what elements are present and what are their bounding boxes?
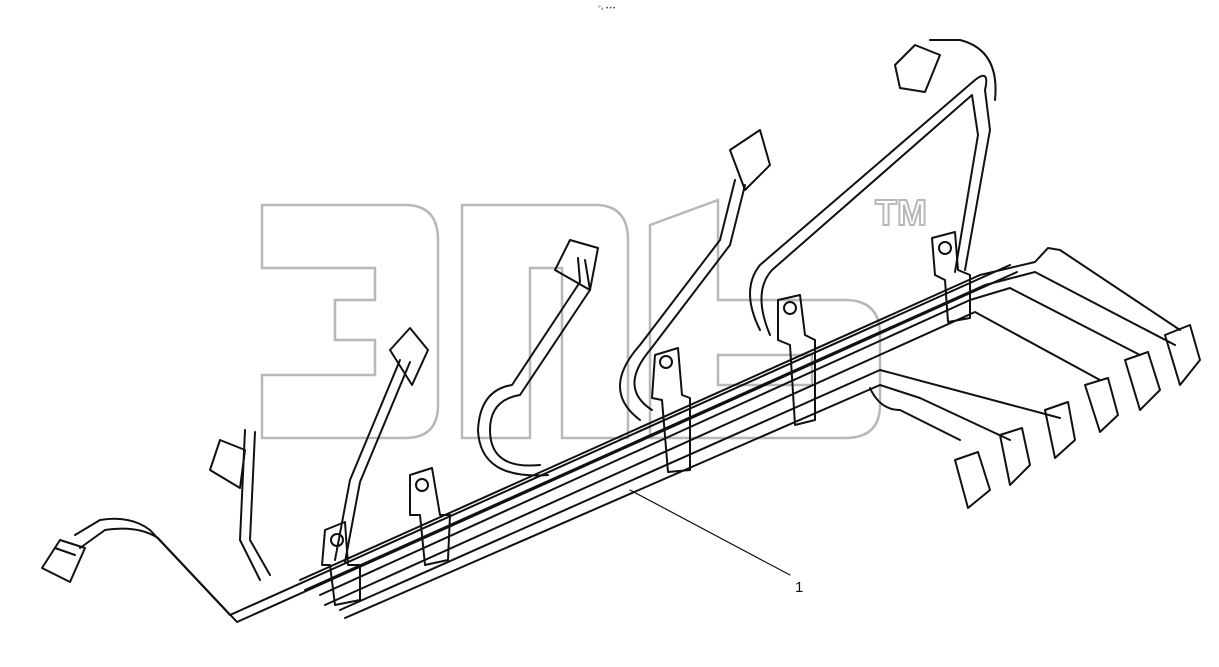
nut-left-2 xyxy=(209,439,246,489)
nut-mid-2 xyxy=(729,129,771,191)
nut-left-3 xyxy=(389,327,429,386)
callout-label-1: 1 xyxy=(795,579,803,596)
nut-top-right xyxy=(894,44,941,93)
nut-right-5 xyxy=(999,427,1031,486)
clamp-3 xyxy=(651,347,691,473)
clamp-2 xyxy=(409,467,451,566)
watermark-tm: TM xyxy=(875,192,927,233)
nut-right-1 xyxy=(1164,324,1201,386)
nut-right-3 xyxy=(1084,377,1119,433)
clamp-1 xyxy=(321,521,361,606)
header-code: °₄ ••• xyxy=(598,5,616,12)
clamp-5 xyxy=(931,231,971,323)
callout-leader xyxy=(629,489,791,576)
nut-left-1 xyxy=(41,539,86,583)
watermark-logo: TM xyxy=(260,191,928,440)
nut-right-2 xyxy=(1124,351,1161,411)
nut-right-4 xyxy=(1044,401,1076,459)
clamp-4 xyxy=(777,294,816,426)
nut-mid-1 xyxy=(554,239,599,291)
pipe-assembly xyxy=(41,39,1201,623)
nut-right-6 xyxy=(954,451,991,509)
